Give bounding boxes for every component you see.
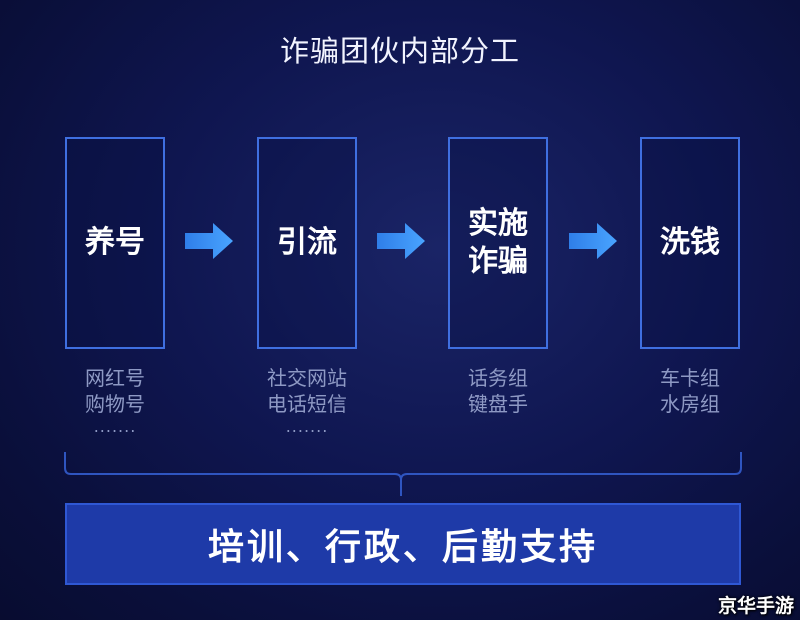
stage-box-1: 养号: [65, 137, 165, 349]
stage-label-3: 实施诈骗: [468, 206, 528, 279]
stage-sub-3: 话务组 键盘手: [423, 365, 573, 417]
diagram-title: 诈骗团伙内部分工: [279, 34, 520, 68]
stage-box-3: 实施诈骗: [448, 137, 548, 349]
stage-sub-3-line-2: 键盘手: [468, 392, 528, 416]
stage-sub-1: 网红号 购物号 .......: [40, 365, 190, 437]
stage-sub-3-line-1: 话务组: [468, 366, 528, 390]
support-text: 培训、行政、后勤支持: [207, 527, 598, 568]
stage-sub-2-ellipsis: .......: [285, 417, 329, 436]
arrow-right-icon: [185, 223, 233, 259]
stage-sub-4-line-1: 车卡组: [660, 366, 720, 390]
stage-label-4: 洗钱: [660, 225, 720, 260]
stage-sub-2-line-2: 电话短信: [267, 392, 347, 416]
arrow-right-icon: [377, 223, 425, 259]
arrow-right-icon: [569, 223, 617, 259]
stage-sub-1-line-1: 网红号: [85, 366, 145, 390]
stage-sub-1-line-2: 购物号: [85, 392, 145, 416]
support-bar: 培训、行政、后勤支持: [65, 503, 741, 585]
stage-sub-4: 车卡组 水房组: [615, 365, 765, 417]
stage-label-2: 引流: [277, 225, 337, 260]
brace-connector: [64, 452, 742, 496]
stage-sub-2: 社交网站 电话短信 .......: [232, 365, 382, 437]
stage-sub-4-line-2: 水房组: [660, 392, 720, 416]
stage-label-1: 养号: [85, 225, 145, 260]
stage-sub-1-ellipsis: .......: [93, 417, 137, 436]
stage-box-4: 洗钱: [640, 137, 740, 349]
stage-sub-2-line-1: 社交网站: [267, 366, 347, 390]
stage-box-2: 引流: [257, 137, 357, 349]
watermark-text: 京华手游: [717, 595, 794, 617]
